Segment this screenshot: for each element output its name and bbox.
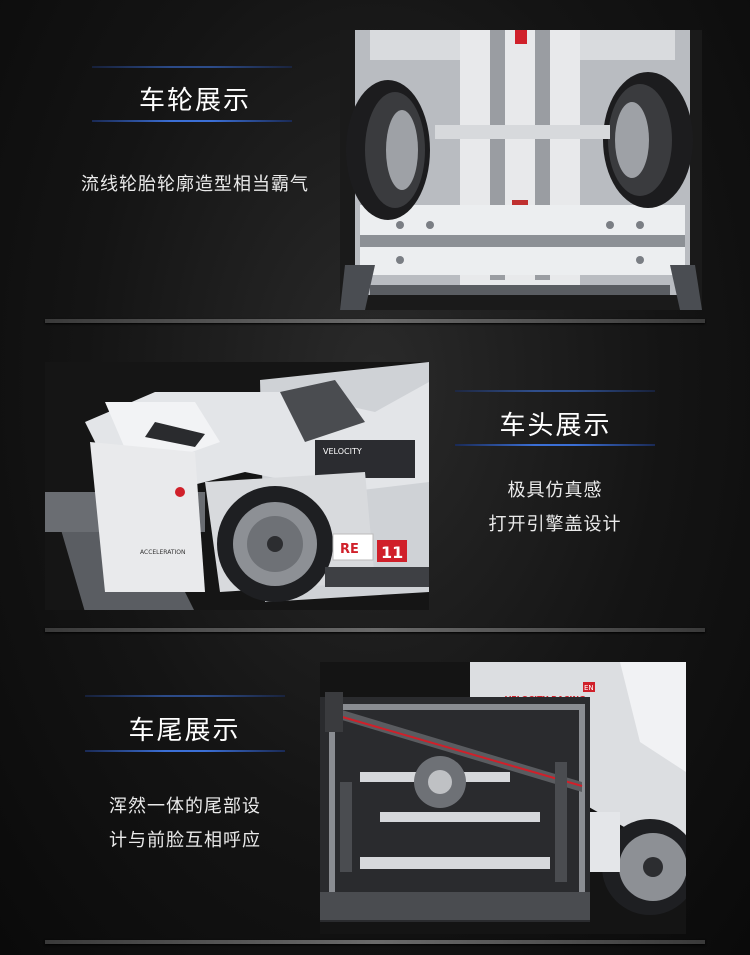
- front-title: 车头展示: [499, 411, 612, 441]
- velocity-decal: VELOCITY: [323, 447, 362, 456]
- rear-title-underline: [85, 750, 285, 752]
- divider-1: [45, 319, 705, 323]
- acceleration-decal: ACCELERATION: [140, 549, 186, 556]
- front-title-underline: [455, 444, 655, 446]
- en-decal: EN: [584, 684, 594, 692]
- divider-2: [45, 628, 705, 632]
- rear-title: 车尾展示: [128, 716, 241, 746]
- front-title-overline: [455, 390, 655, 392]
- wheels-title: 车轮展示: [138, 86, 251, 116]
- wheels-title-underline: [92, 120, 292, 122]
- wheels-title-overline: [92, 66, 292, 68]
- rear-title-overline: [85, 695, 285, 697]
- race-number-decal: 11: [381, 543, 403, 562]
- rear-photo: EN VELOCITY RACING: [320, 662, 686, 934]
- front-description-line-1: 极具仿真感: [507, 480, 603, 501]
- rear-description-line-1: 浑然一体的尾部设: [109, 796, 261, 817]
- front-photo: VELOCITY ACCELERATION RE 11: [45, 362, 429, 610]
- rear-description-line-2: 计与前脸互相呼应: [109, 830, 261, 851]
- wheels-description: 流线轮胎轮廓造型相当霸气: [81, 174, 309, 195]
- divider-3: [45, 940, 705, 944]
- front-description-line-2: 打开引擎盖设计: [488, 514, 622, 535]
- re-decal: RE: [340, 542, 359, 557]
- wheel-photo: [340, 30, 702, 310]
